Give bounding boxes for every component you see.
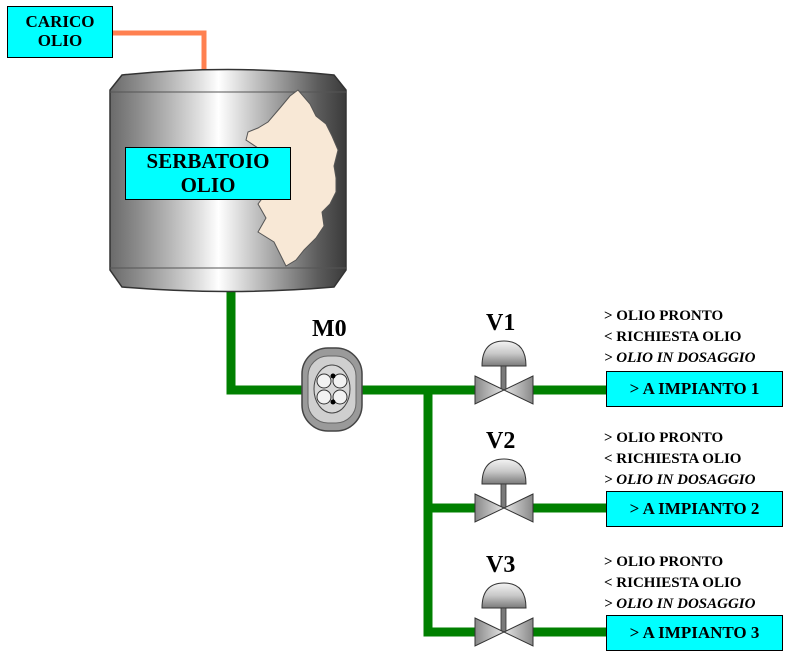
status-oil-request: < RICHIESTA OLIO: [604, 451, 742, 467]
status-oil-dosing: > OLIO IN DOSAGGIO: [604, 596, 756, 612]
tank-label-line2: OLIO: [180, 172, 236, 197]
status-block-3: > OLIO PRONTO < RICHIESTA OLIO > OLIO IN…: [604, 552, 755, 615]
status-block-1: > OLIO PRONTO < RICHIESTA OLIO > OLIO IN…: [604, 306, 755, 369]
valve-v1[interactable]: [474, 340, 534, 405]
status-oil-request: < RICHIESTA OLIO: [604, 575, 742, 591]
load-oil-line2: OLIO: [37, 31, 83, 50]
plant-2-button[interactable]: > A IMPIANTO 2: [606, 491, 783, 527]
valve-v1-label: V1: [486, 310, 516, 336]
tank-label-line1: SERBATOIO: [146, 149, 270, 174]
status-oil-request: < RICHIESTA OLIO: [604, 329, 742, 345]
load-oil-button[interactable]: CARICO OLIO: [7, 6, 113, 58]
oil-pipes: [226, 280, 611, 637]
plant-1-label: > A IMPIANTO 1: [629, 378, 760, 398]
pump-m0[interactable]: [301, 347, 363, 432]
status-oil-ready: > OLIO PRONTO: [604, 430, 724, 446]
pump-label: M0: [312, 316, 347, 342]
load-oil-line1: CARICO: [25, 12, 95, 32]
status-block-2: > OLIO PRONTO < RICHIESTA OLIO > OLIO IN…: [604, 428, 755, 491]
status-oil-dosing: > OLIO IN DOSAGGIO: [604, 472, 756, 488]
valve-v3[interactable]: [474, 582, 534, 647]
tank-label: SERBATOIO OLIO: [125, 147, 291, 200]
fill-pipe: [113, 30, 207, 72]
status-oil-ready: > OLIO PRONTO: [604, 308, 724, 324]
plant-3-label: > A IMPIANTO 3: [629, 622, 760, 642]
oil-tank: [109, 68, 347, 293]
valve-v2[interactable]: [474, 458, 534, 523]
plant-1-button[interactable]: > A IMPIANTO 1: [606, 371, 783, 407]
status-oil-dosing: > OLIO IN DOSAGGIO: [604, 350, 756, 366]
tank-cutaway: [245, 89, 339, 267]
status-oil-ready: > OLIO PRONTO: [604, 554, 724, 570]
valve-v2-label: V2: [486, 428, 516, 454]
plant-2-label: > A IMPIANTO 2: [629, 498, 760, 518]
valve-v3-label: V3: [486, 552, 516, 578]
plant-3-button[interactable]: > A IMPIANTO 3: [606, 615, 783, 651]
